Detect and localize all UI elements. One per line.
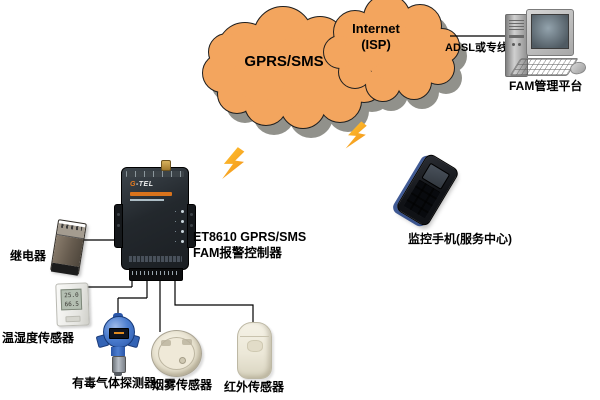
antenna-connector	[161, 160, 171, 171]
infrared-sensor-label: 红外传感器	[224, 380, 285, 394]
controller-mount-ear-right	[187, 204, 196, 248]
smoke-grille-left	[161, 340, 171, 346]
temp-humidity-sensor: 25.0 66.5	[55, 282, 90, 327]
infrared-sensor	[237, 322, 272, 379]
gas-sensor-tip	[114, 372, 122, 376]
computer-monitor	[526, 9, 574, 56]
fam-platform-label: FAM管理平台	[509, 79, 583, 93]
relay-body	[52, 235, 84, 267]
controller-model-text-bar	[130, 192, 172, 196]
controller-mount-ear-left	[114, 204, 123, 248]
tower-buttons	[512, 43, 515, 46]
smoke-grille-right	[182, 339, 192, 345]
relay-label: 继电器	[10, 249, 47, 263]
monitor-screen	[531, 14, 569, 49]
controller-brand-logo: G-TEL	[130, 181, 154, 188]
controller-top-strip	[126, 171, 184, 177]
gas-detector-display	[109, 328, 129, 339]
temp-humidity-lcd: 25.0 66.5	[60, 288, 83, 311]
computer-keyboard	[509, 58, 579, 76]
toxic-gas-label: 有毒气体探测器	[72, 376, 157, 390]
controller-label-line1: ET8610 GPRS/SMS	[193, 230, 307, 244]
temp-humidity-label: 温湿度传感器	[2, 331, 75, 345]
phone-label: 监控手机(服务中心)	[408, 232, 512, 246]
gas-detector-neck	[111, 347, 125, 356]
controller-terminal-block	[129, 268, 183, 281]
smoke-sensor-label: 烟雾传感器	[152, 378, 213, 392]
tower-vents	[509, 20, 524, 30]
smoke-indicator	[178, 357, 186, 365]
controller-status-leds	[181, 210, 184, 250]
lcd-humidity-value: 66.5	[64, 300, 80, 309]
wire-lines	[79, 35, 506, 332]
alarm-controller: G-TEL	[114, 160, 196, 281]
adsl-link-label: ADSL或专线	[445, 42, 508, 54]
lightning-bolt-left	[219, 144, 248, 184]
toxic-gas-detector	[95, 313, 141, 378]
controller-label-line2: FAM报警控制器	[193, 246, 282, 260]
infrared-lens	[247, 340, 263, 352]
gprs-cloud-label: GPRS/SMS	[244, 53, 324, 70]
controller-url-text-bar	[130, 199, 164, 201]
controller-label: ET8610 GPRS/SMS FAM报警控制器	[193, 229, 306, 261]
internet-label-line2: (ISP)	[361, 37, 391, 52]
infrared-seam	[240, 336, 269, 337]
temp-humidity-vent	[65, 315, 81, 323]
internet-label-line1: Internet	[352, 21, 400, 36]
gas-sensor-cylinder	[112, 356, 126, 373]
internet-cloud-label: Internet (ISP)	[341, 21, 411, 53]
tower-drive-slot	[509, 35, 524, 38]
controller-lower-connector-bar	[128, 256, 182, 262]
smoke-sensor	[151, 330, 202, 377]
